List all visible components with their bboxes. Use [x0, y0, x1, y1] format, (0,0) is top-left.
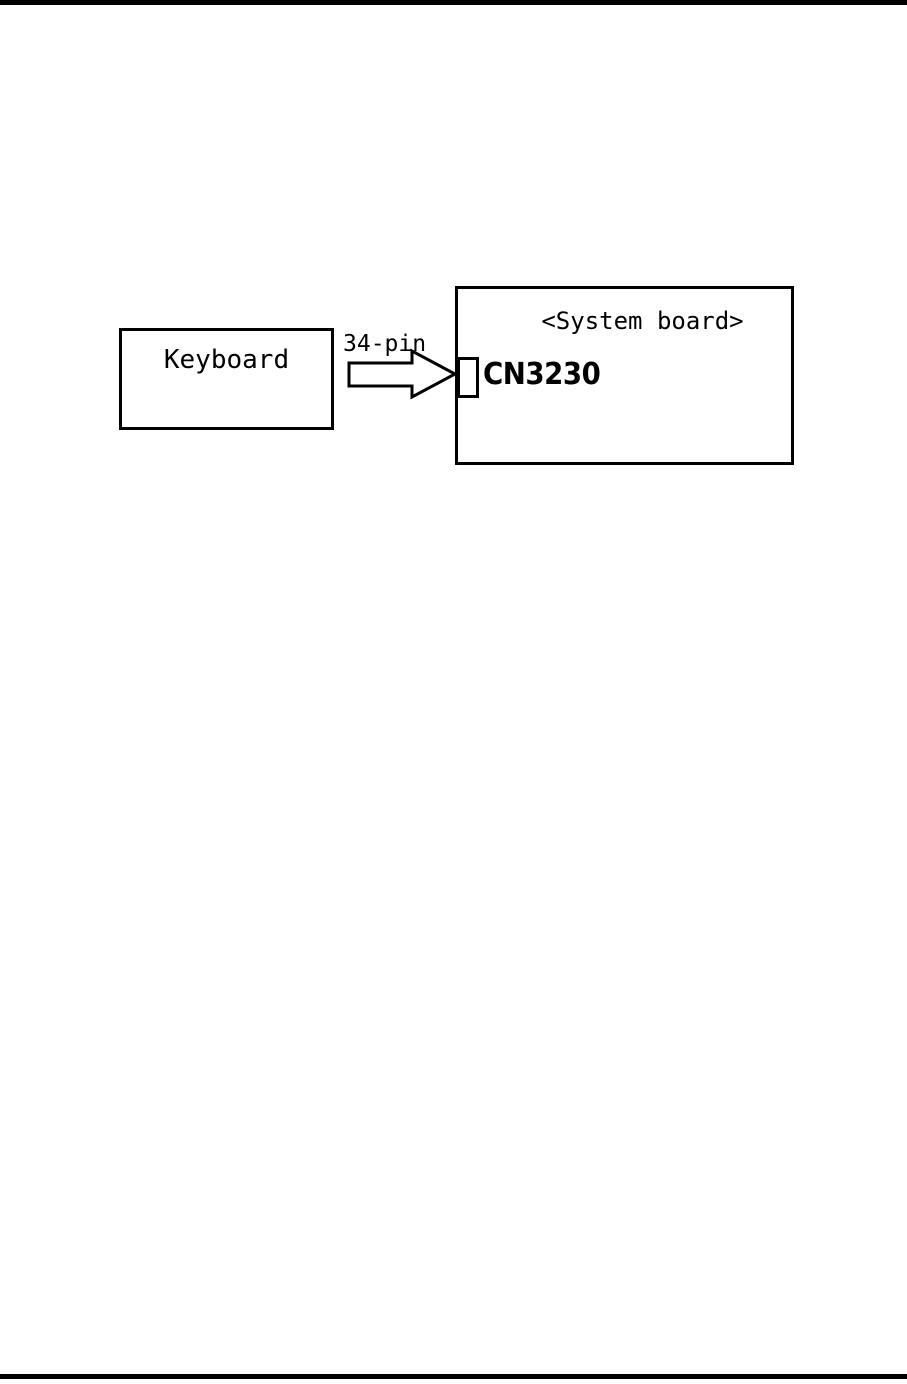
system-board-block: [455, 286, 794, 465]
block-arrow-right-icon: [347, 348, 459, 400]
keyboard-block-label: Keyboard: [163, 345, 290, 375]
system-board-label: <System board>: [541, 307, 744, 335]
keyboard-block: [119, 328, 334, 430]
page-rule-bottom: [0, 1374, 907, 1379]
page-rule-top: [0, 0, 907, 5]
connector-stub-icon: [457, 357, 479, 398]
connector-label: CN3230: [483, 357, 601, 392]
connection-diagram: Keyboard 34-pin <System board> CN3230: [0, 0, 907, 560]
